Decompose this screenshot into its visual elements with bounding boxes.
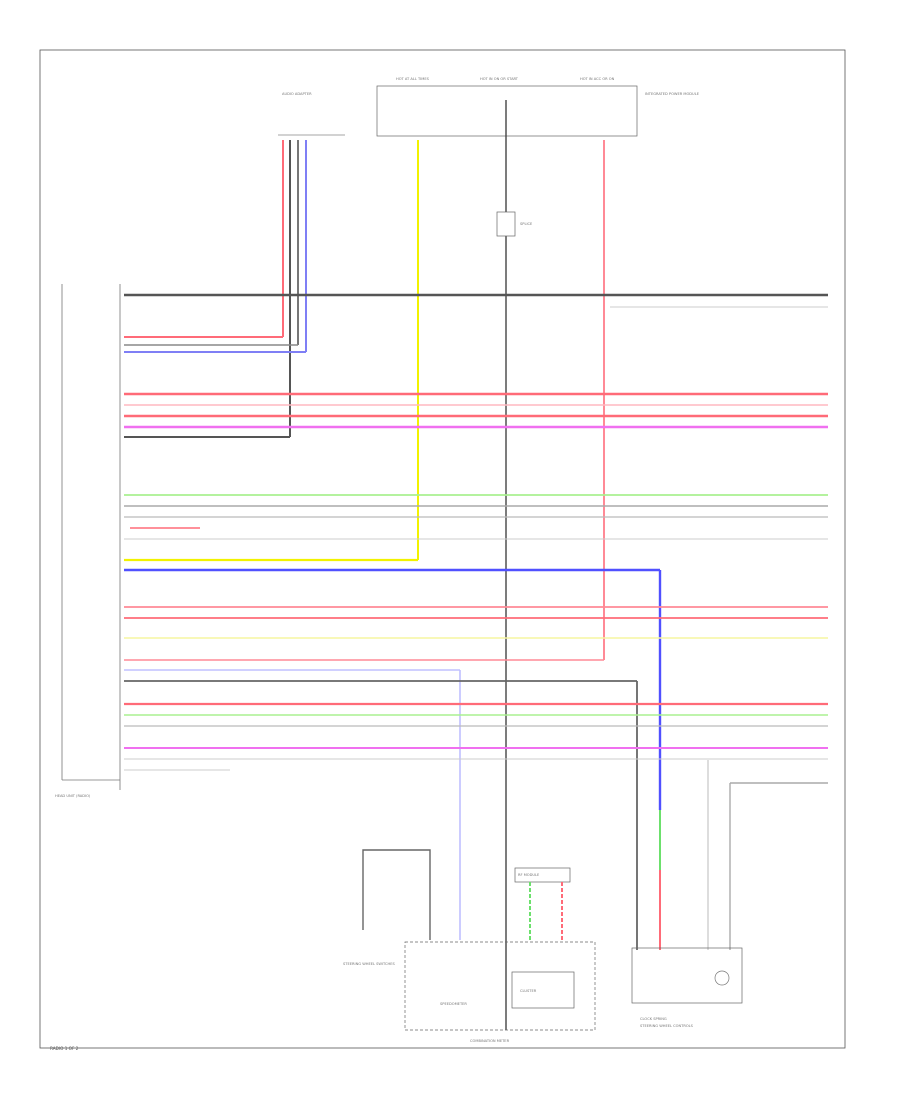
- rf-module-box: [514, 867, 571, 883]
- fuse-label-c: HOT IN ACC OR ON: [580, 77, 615, 81]
- clock-spring-box: [631, 947, 743, 1004]
- meter-inner-box: [511, 971, 575, 1009]
- swc-label: STEERING WHEEL SWITCHES: [343, 962, 395, 966]
- fuse-box-note: INTEGRATED POWER MODULE: [645, 92, 700, 96]
- clock-spring-label: CLOCK SPRING: [640, 1017, 667, 1021]
- swc-wire: [362, 849, 431, 940]
- radio-connector-label: AUDIO ADAPTER: [282, 92, 312, 96]
- splice-label: SPLICE: [520, 222, 533, 226]
- rf-module-label: RF MODULE: [518, 873, 540, 877]
- fuse-label-b: HOT IN ON OR START: [480, 77, 519, 81]
- fuse-label-a: HOT AT ALL TIMES: [396, 77, 430, 81]
- meter-label: COMBINATION METER: [470, 1039, 510, 1043]
- clock-spring-symbol: [714, 970, 730, 986]
- combination-meter-box: [404, 941, 596, 1031]
- page-border: [39, 49, 846, 1049]
- meter-sub1: SPEEDOMETER: [440, 1002, 467, 1006]
- page-reference: RADIO 1 OF 2: [50, 1046, 79, 1051]
- head-unit-label: HEAD UNIT (RADIO): [55, 794, 91, 798]
- fuse-box: [376, 85, 638, 137]
- clock-spring-sub: STEERING WHEEL CONTROLS: [640, 1024, 694, 1028]
- meter-sub2: CLUSTER: [520, 989, 537, 993]
- splice-box: [496, 211, 516, 237]
